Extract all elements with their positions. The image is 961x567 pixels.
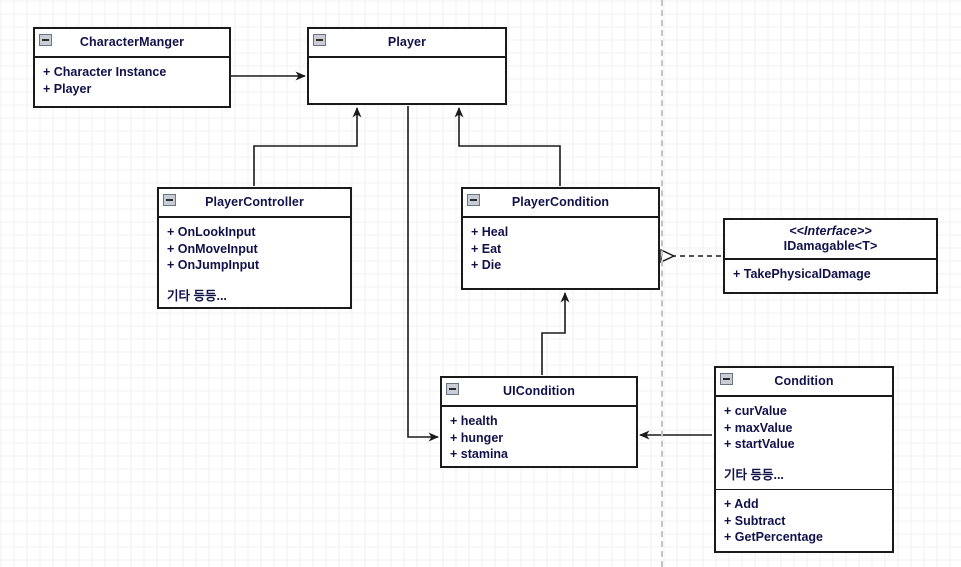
class-node-header-character-manger: CharacterManger — [35, 29, 229, 58]
class-node-header-condition: Condition — [716, 368, 892, 397]
class-member-row: + TakePhysicalDamage — [733, 267, 871, 281]
class-compartment-player-0 — [309, 58, 505, 102]
class-member-row: 기타 등등... — [167, 288, 227, 303]
class-name-idamagable: IDamagable<T> — [783, 239, 878, 253]
class-node-condition[interactable]: Condition + curValue + maxValue + startValu… — [714, 366, 894, 553]
class-member-row: + Player — [43, 81, 92, 96]
class-name-condition: Condition — [774, 374, 834, 388]
page-break-line — [661, 0, 663, 567]
minus-collapse-icon[interactable] — [313, 34, 326, 46]
class-member-row: + hunger — [450, 430, 504, 445]
class-member-row: + Eat — [471, 241, 502, 256]
class-node-player-controller[interactable]: PlayerController + OnLookInput + OnMoveInp… — [157, 187, 352, 309]
class-member-row: + curValue — [724, 404, 787, 418]
class-compartment-player-condition-0: + Heal + Eat + Die — [463, 218, 658, 280]
class-node-header-player-controller: PlayerController — [159, 189, 350, 218]
class-member-row: + health — [450, 414, 498, 428]
class-node-header-idamagable: <<Interface>>IDamagable<T> — [725, 220, 936, 260]
class-node-ui-condition[interactable]: UICondition + health + hunger + stamina — [440, 376, 638, 468]
minus-collapse-icon[interactable] — [39, 34, 52, 46]
class-node-header-ui-condition: UICondition — [442, 378, 636, 407]
edge-player-to-uiCondition[interactable] — [407, 106, 439, 442]
class-node-player[interactable]: Player — [307, 27, 507, 105]
class-name-ui-condition: UICondition — [503, 384, 575, 398]
class-member-row: + OnMoveInput — [167, 241, 258, 256]
class-compartment-condition-0: + curValue + maxValue + startValue 기타 등등... — [716, 397, 892, 489]
class-name-player-condition: PlayerCondition — [511, 195, 610, 209]
edge-playerCondition-to-player[interactable] — [454, 107, 561, 186]
class-node-header-player: Player — [309, 29, 505, 58]
class-compartment-character-manger-0: + Character Instance + Player — [35, 58, 229, 103]
class-member-row: + Character Instance — [43, 65, 167, 79]
class-name-player: Player — [387, 35, 427, 49]
class-node-player-condition[interactable]: PlayerCondition + Heal + Eat + Die — [461, 187, 660, 290]
class-member-row: 기타 등등... — [724, 467, 784, 482]
class-compartment-player-controller-0: + OnLookInput + OnMoveInput + OnJumpInput 기… — [159, 218, 350, 310]
class-node-header-player-condition: PlayerCondition — [463, 189, 658, 218]
edge-playerController-to-player[interactable] — [253, 107, 362, 186]
class-node-character-manger[interactable]: CharacterManger + Character Instance + Pla… — [33, 27, 231, 108]
edge-uiCondition-to-playerCondition[interactable] — [541, 292, 570, 375]
class-member-row: + Subtract — [724, 513, 786, 528]
minus-collapse-icon[interactable] — [720, 373, 733, 385]
class-member-row: + maxValue — [724, 420, 793, 435]
class-name-character-manger: CharacterManger — [79, 35, 185, 49]
class-member-row: + stamina — [450, 447, 509, 461]
class-compartment-idamagable-0: + TakePhysicalDamage — [725, 260, 936, 289]
class-member-row: + Die — [471, 258, 502, 272]
class-member-row: + OnLookInput — [167, 225, 256, 239]
class-member-row: + Add — [724, 497, 759, 511]
class-name-player-controller: PlayerController — [205, 195, 304, 209]
class-member-row: + GetPercentage — [724, 530, 824, 544]
class-node-idamagable[interactable]: <<Interface>>IDamagable<T> + TakePhysical… — [723, 218, 938, 294]
class-member-row: + Heal — [471, 225, 509, 239]
class-member-row: + startValue — [724, 437, 795, 451]
minus-collapse-icon[interactable] — [467, 194, 480, 206]
class-stereotype-idamagable: <<Interface>> — [789, 224, 872, 238]
class-member-row: + OnJumpInput — [167, 258, 260, 272]
minus-collapse-icon[interactable] — [446, 383, 459, 395]
class-compartment-ui-condition-0: + health + hunger + stamina — [442, 407, 636, 469]
minus-collapse-icon[interactable] — [163, 194, 176, 206]
class-compartment-condition-1: + Add + Subtract + GetPercentage — [716, 489, 892, 552]
